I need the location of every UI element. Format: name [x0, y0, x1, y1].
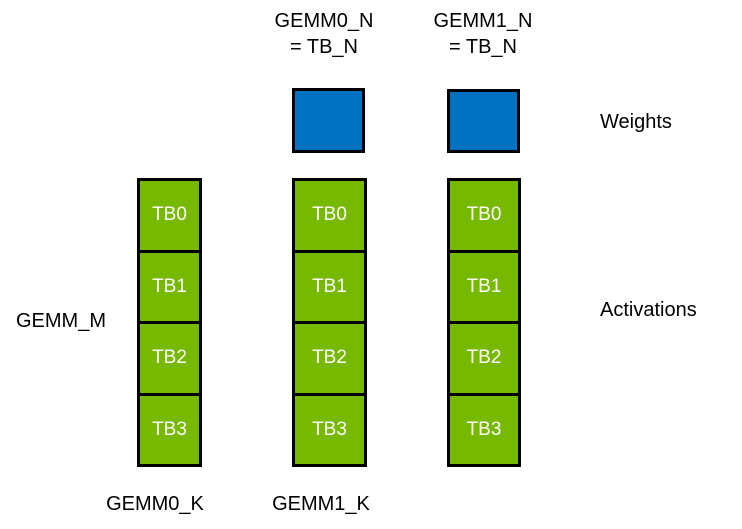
weights-square-gemm1 — [447, 89, 520, 153]
tb-block: TB1 — [295, 252, 364, 321]
gemm1-activation-column: TB0 TB1 TB2 TB3 — [292, 178, 367, 467]
tb-block: TB2 — [295, 324, 364, 393]
label-gemm1-n: GEMM1_N = TB_N — [413, 8, 553, 60]
label-activations: Activations — [600, 299, 697, 321]
label-weights: Weights — [600, 111, 672, 133]
tb-block: TB2 — [140, 324, 199, 393]
tb-block: TB2 — [450, 324, 518, 393]
tb-block: TB1 — [450, 252, 518, 321]
tb-block: TB0 — [295, 181, 364, 250]
tb-block: TB1 — [140, 252, 199, 321]
right-activation-column: TB0 TB1 TB2 TB3 — [447, 178, 521, 467]
tb-block: TB3 — [140, 395, 199, 464]
label-gemm0-k: GEMM0_K — [106, 493, 204, 515]
tb-block: TB0 — [140, 181, 199, 250]
label-gemm0-n-line1: GEMM0_N — [274, 10, 374, 32]
tb-block: TB3 — [450, 395, 518, 464]
tb-block: TB0 — [450, 181, 518, 250]
label-gemm0-n-line2: = TB_N — [290, 36, 358, 58]
gemm0-activation-column: TB0 TB1 TB2 TB3 — [137, 178, 202, 467]
weights-square-gemm0 — [292, 88, 365, 153]
label-gemm0-n: GEMM0_N = TB_N — [254, 8, 394, 60]
label-gemm-m: GEMM_M — [16, 310, 106, 332]
label-gemm1-k: GEMM1_K — [272, 493, 370, 515]
tb-block: TB3 — [295, 395, 364, 464]
label-gemm1-n-line2: = TB_N — [449, 36, 517, 58]
label-gemm1-n-line1: GEMM1_N — [433, 10, 533, 32]
